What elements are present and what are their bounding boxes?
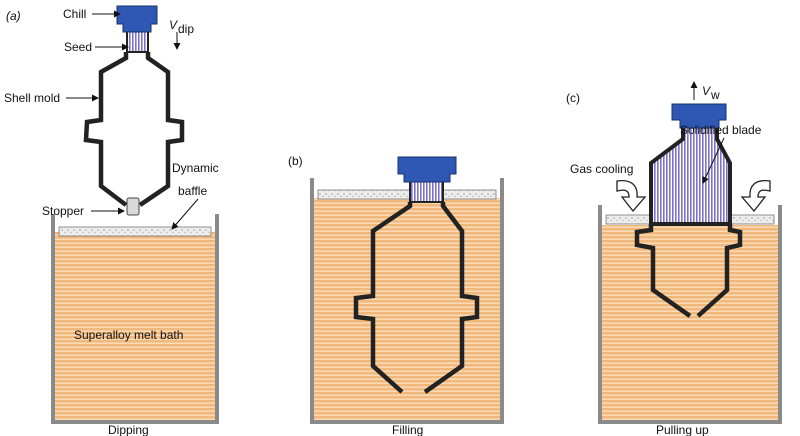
vw-sub: w [710, 88, 720, 102]
stopper [126, 197, 140, 216]
gas-cooling-arrow-right [740, 179, 771, 213]
dynamic-baffle-a [58, 226, 212, 237]
crucible-c [598, 205, 782, 424]
panel-b: (b) Filling [288, 154, 504, 436]
bath-label: Superalloy melt bath [74, 328, 183, 342]
dynamic-baffle-b [317, 189, 497, 200]
vw-label: V [702, 84, 711, 98]
chill-c [671, 103, 727, 129]
melt-bath-b [314, 198, 500, 422]
shell-mold-label: Shell mold [4, 91, 60, 105]
dynamic-label: Dynamic [172, 161, 219, 175]
gas-cooling-label: Gas cooling [570, 162, 633, 176]
melt-bath-a [55, 232, 215, 422]
vdip-label: V [169, 18, 178, 32]
shell-mold-c [634, 224, 743, 318]
solidified-blade [649, 124, 732, 226]
shell-mold-a [83, 52, 185, 207]
stopper-label: Stopper [42, 204, 84, 218]
melt-bath-c [602, 225, 778, 422]
solidified-blade-label: Solidified blade [680, 123, 762, 137]
panel-c-tag: (c) [566, 91, 580, 105]
chill-label: Chill [63, 7, 86, 21]
panel-c: (c) V w Solidified blade Gas cooling Pul… [566, 81, 782, 436]
chill-a [116, 5, 158, 33]
vdip-sub: dip [178, 22, 194, 36]
crucible-a [51, 214, 219, 424]
panel-b-tag: (b) [288, 154, 303, 168]
crucible-b [310, 178, 504, 424]
shell-mold-b [353, 202, 480, 394]
chill-b [397, 156, 457, 183]
seed-label: Seed [64, 40, 92, 54]
baffle-label: baffle [178, 184, 207, 198]
gas-cooling-arrow-left [616, 179, 647, 213]
panel-a: (a) V dip Chill Seed Shell mold Dynamic … [4, 5, 219, 436]
panel-a-tag: (a) [6, 9, 21, 23]
panel-c-caption: Pulling up [656, 423, 709, 436]
panel-a-caption: Dipping [108, 423, 149, 436]
panel-b-caption: Filling [392, 423, 423, 436]
seed-a [126, 29, 149, 53]
